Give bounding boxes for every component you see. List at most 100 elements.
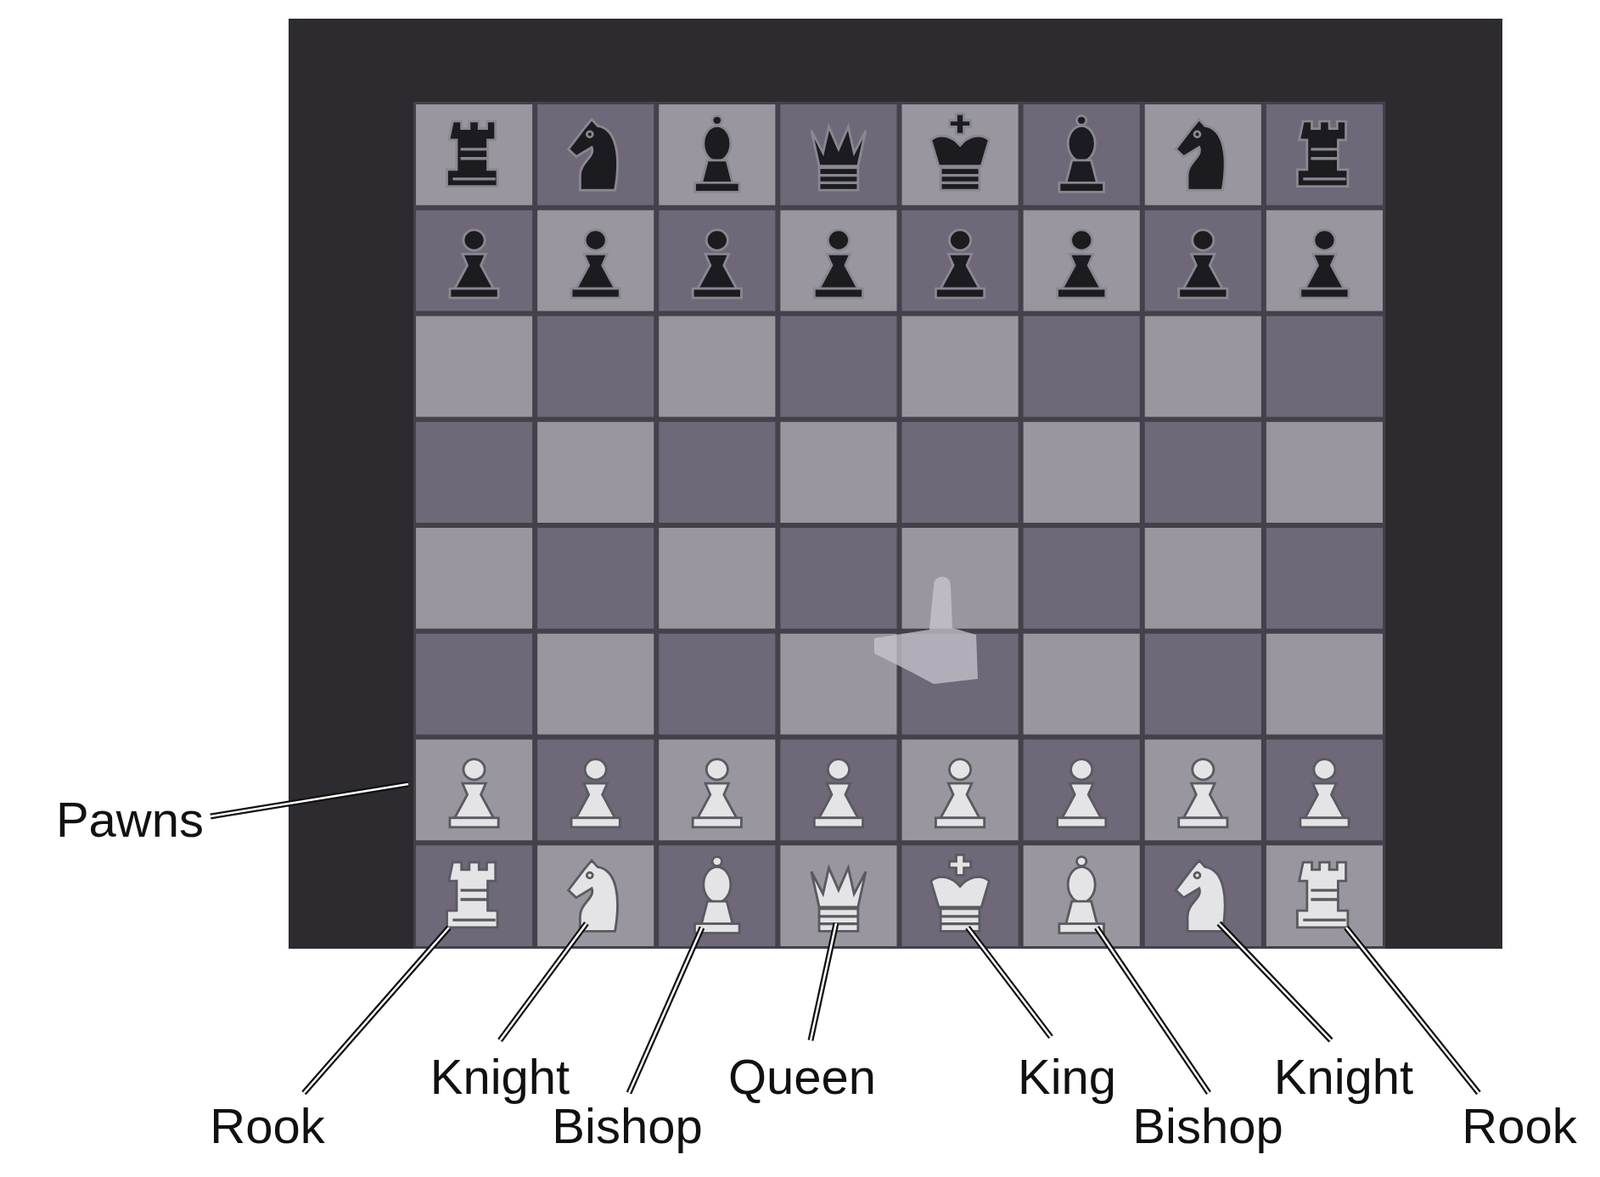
board-square	[415, 104, 533, 206]
piece-part	[568, 860, 618, 932]
piece-part	[460, 888, 489, 892]
board-squares	[415, 104, 1383, 947]
board-square	[1266, 421, 1383, 523]
piece-part	[460, 147, 489, 151]
bishop-piece	[694, 115, 740, 192]
piece-part	[460, 898, 489, 901]
knight-piece	[568, 860, 618, 932]
pawn-piece	[814, 230, 863, 298]
leader-line	[499, 923, 587, 1041]
board-square	[902, 104, 1019, 206]
board-square	[780, 845, 897, 947]
board-square	[1266, 845, 1383, 947]
piece-part	[449, 818, 499, 828]
board-grid	[413, 101, 1386, 949]
board-square	[658, 210, 775, 312]
leader-line	[303, 927, 450, 1094]
piece-part	[452, 919, 495, 922]
board-square	[658, 316, 775, 418]
board-square	[537, 421, 654, 523]
board-square	[1023, 527, 1140, 629]
pawn-piece	[1300, 759, 1349, 828]
board-square	[902, 740, 1019, 842]
piece-part	[1061, 253, 1101, 289]
pawn-piece	[935, 230, 984, 298]
piece-part	[948, 230, 971, 251]
chess-pieces	[447, 113, 1350, 933]
board-square	[1266, 740, 1383, 842]
board-square	[780, 316, 897, 418]
piece-part	[1302, 177, 1346, 180]
piece-part	[1057, 818, 1106, 828]
piece-part	[1310, 888, 1338, 892]
board-square	[415, 421, 533, 523]
piece-part	[586, 872, 593, 879]
piece-part	[584, 759, 607, 781]
knight-piece	[1175, 119, 1225, 191]
piece-part	[819, 253, 859, 289]
piece-part	[1059, 182, 1105, 192]
pawn-piece	[571, 759, 620, 828]
piece-part	[1067, 867, 1095, 904]
piece-part	[811, 868, 866, 908]
pawn-piece	[1178, 759, 1228, 828]
piece-label: Knight	[1274, 1052, 1414, 1102]
piece-part	[697, 783, 737, 819]
leader-line	[210, 784, 409, 817]
board-square	[658, 740, 775, 842]
piece-part	[827, 759, 849, 781]
piece-part	[940, 909, 980, 932]
screen-frame	[288, 18, 1503, 949]
piece-part	[584, 230, 607, 251]
piece-part	[1192, 230, 1214, 251]
piece-part	[931, 876, 990, 907]
piece-part	[447, 121, 499, 187]
piece-part	[940, 174, 980, 177]
pawn-piece	[1057, 230, 1106, 298]
piece-label: Rook	[1461, 1101, 1577, 1151]
piece-part	[703, 867, 731, 904]
board-square	[1266, 316, 1383, 418]
leader-line	[499, 923, 587, 1041]
board-square	[415, 210, 533, 312]
piece-part	[463, 230, 485, 251]
piece-part	[1296, 121, 1348, 187]
pawn-piece	[571, 230, 620, 298]
pawn-piece	[1300, 230, 1349, 298]
piece-part	[586, 131, 593, 138]
board-square	[1023, 845, 1140, 947]
rook-piece	[1296, 862, 1348, 928]
board-square	[415, 316, 533, 418]
piece-part	[1313, 759, 1336, 781]
piece-part	[454, 783, 495, 819]
piece-part	[1071, 759, 1093, 781]
piece-part	[1313, 230, 1336, 251]
piece-part	[1192, 759, 1214, 781]
piece-part	[940, 915, 980, 918]
board-square	[415, 740, 533, 842]
piece-part	[940, 783, 980, 819]
queen-piece	[811, 868, 866, 932]
board-square	[1145, 421, 1262, 523]
leader-line	[1218, 923, 1331, 1041]
pawn-piece	[1057, 759, 1106, 828]
piece-part	[1183, 783, 1223, 819]
board-square	[902, 316, 1019, 418]
piece-part	[692, 818, 742, 828]
board-square	[537, 634, 654, 736]
piece-part	[692, 288, 742, 298]
bishop-piece	[694, 857, 740, 934]
piece-part	[568, 119, 618, 191]
piece-part	[1067, 125, 1095, 162]
piece-part	[571, 818, 620, 828]
piece-part	[1296, 862, 1348, 928]
piece-part	[1302, 919, 1346, 922]
board-square	[537, 527, 654, 629]
board-square	[1266, 104, 1383, 206]
board-square	[537, 316, 654, 418]
board-square	[658, 634, 775, 736]
piece-part	[1300, 818, 1349, 828]
board-square	[902, 845, 1019, 947]
